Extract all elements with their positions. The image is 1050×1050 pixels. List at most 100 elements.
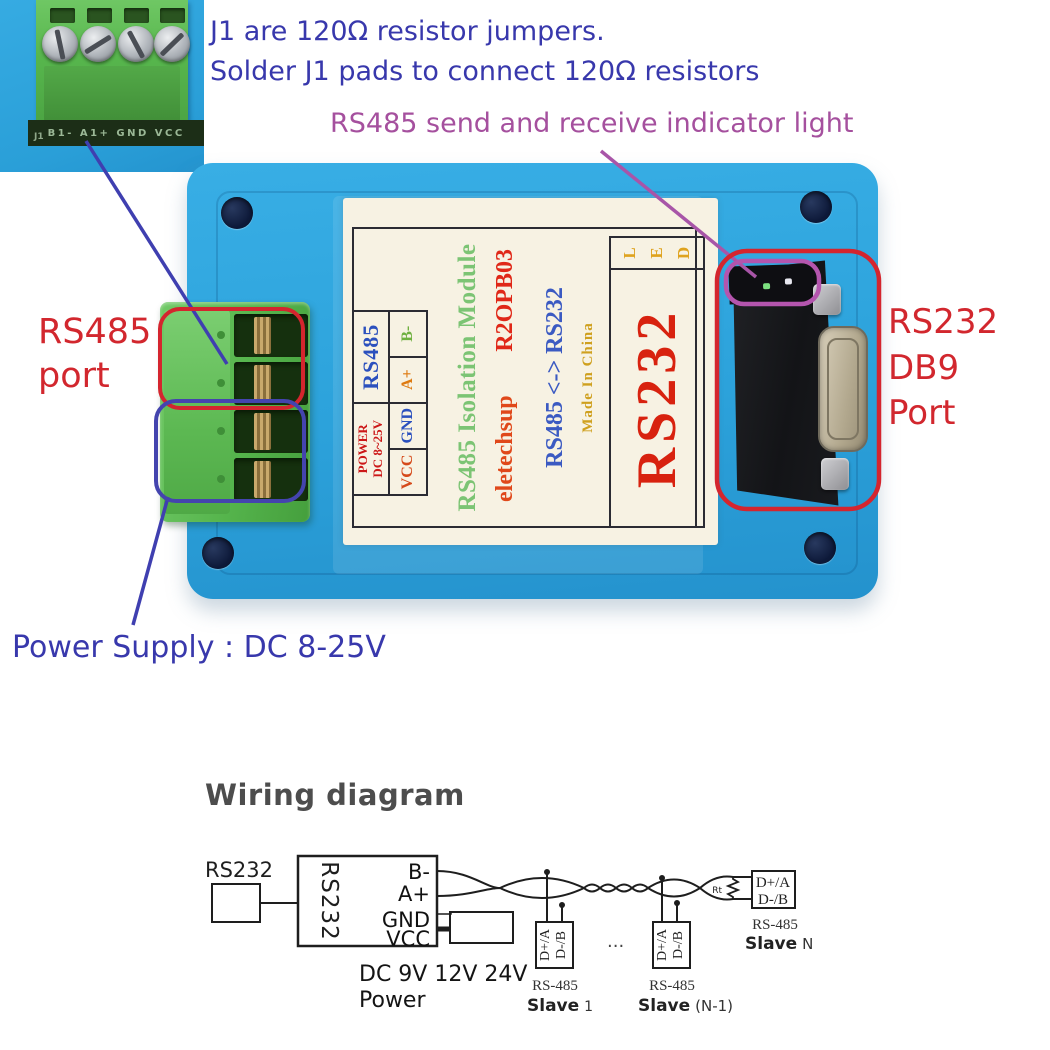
led-white-icon	[784, 278, 793, 285]
rs485-port-label-line1: RS485	[38, 312, 152, 352]
terminator-label: Rt	[712, 886, 722, 896]
wire-entry-hole	[160, 8, 185, 23]
db9-screw-post	[813, 284, 841, 315]
slaveN1-word: Slave	[638, 996, 690, 1016]
rs232-port-label-line2: DB9	[888, 347, 960, 388]
inset-terminal-block	[36, 0, 190, 128]
mounting-hole	[221, 197, 253, 229]
rs485-power-terminal	[160, 302, 310, 522]
slave1-bus-label: RS-485	[532, 978, 578, 994]
rs485-port-label: RS485 port	[38, 310, 151, 398]
rs232-db9-port-label: RS232 DB9 Port	[888, 300, 998, 437]
terminal-slot-vcc	[217, 458, 308, 501]
db9-metal-shell	[818, 326, 868, 452]
pin-gnd-label: GND	[382, 908, 430, 932]
rs485-port-label-line2: port	[38, 356, 110, 397]
slaveN-pin-bottom: D-/B	[758, 892, 788, 908]
terminal-silkscreen: B1- A1+ GND VCC	[47, 127, 185, 139]
j1-note-line1: J1 are 120Ω resistor jumpers.	[210, 16, 605, 47]
rs232-port-label-line3: Port	[888, 393, 956, 434]
label-title: RS485 Isolation Module	[454, 243, 481, 512]
terminal-side-face	[164, 310, 230, 514]
led-letter-l: L	[620, 247, 640, 259]
slaveN-box	[751, 870, 796, 909]
slaveN1-box	[652, 921, 691, 969]
rs232-device-label: RS232	[205, 858, 273, 882]
slave1-pin-top: D+/A	[538, 928, 553, 961]
mounting-hole	[800, 191, 832, 223]
wire-entry-hole	[87, 8, 112, 23]
db9-screw-post	[821, 458, 849, 490]
origin-text: Made In China	[580, 322, 596, 433]
slave1-box	[535, 921, 574, 969]
brand-name: eletechsup	[492, 395, 518, 502]
conversion-text: RS485 <-> RS232	[542, 287, 568, 468]
wire-entry-hole	[124, 8, 149, 23]
led-letter-d: D	[673, 246, 693, 260]
slaveN1-bus-label: RS-485	[649, 978, 695, 994]
slave1-pin-bottom: D-/B	[554, 931, 569, 959]
pin-a-label: A+	[398, 882, 430, 906]
svg-text:Slave(N-1): Slave (N-1)	[638, 996, 733, 1016]
pin-cell-bminus: B-	[389, 311, 427, 357]
terminal-screw-icon	[154, 26, 190, 62]
slaveN1-pin-top: D+/A	[655, 928, 670, 961]
power-supply-note: Power Supply : DC 8-25V	[12, 630, 386, 665]
module-label-border: POWER DC 8~25V RS485 VCC GND A+ B- RS485…	[352, 227, 705, 528]
rs232-port-label-line1: RS232	[888, 302, 999, 342]
slave1-word: Slave	[527, 996, 579, 1016]
dc-power-note-line1: DC 9V 12V 24V	[359, 962, 527, 987]
power-header-cell: POWER DC 8~25V	[353, 402, 389, 495]
inset-terminal-photo: J1 B1- A1+ GND VCC	[0, 0, 204, 172]
module-label: POWER DC 8~25V RS485 VCC GND A+ B- RS485…	[343, 198, 718, 545]
led-indicator-note: RS485 send and receive indicator light	[330, 108, 854, 139]
pcb-silkscreen-strip: J1 B1- A1+ GND VCC	[28, 120, 204, 146]
led-green-icon	[762, 283, 771, 290]
power-header-line2: DC 8~25V	[370, 419, 385, 478]
rs232-device-box	[211, 883, 261, 923]
twisted-pair-bottom	[436, 883, 734, 901]
power-header-line1: POWER	[355, 424, 371, 474]
rs232-big-label: RS232	[626, 307, 688, 489]
converter-box	[296, 854, 439, 948]
slaveN-id: N	[802, 935, 813, 953]
wiring-diagram-heading: Wiring diagram	[205, 778, 465, 812]
rs232-led-box: RS232 L E D	[609, 236, 705, 528]
mounting-hole	[804, 532, 836, 564]
j1-note-line2: Solder J1 pads to connect 120Ω resistors	[210, 56, 760, 87]
twisted-pair-top	[436, 870, 734, 893]
slaveN-pin-top: D+/A	[756, 875, 790, 891]
pin-vcc-label: VCC	[386, 927, 430, 951]
terminal-slot-gnd	[217, 410, 308, 453]
model-number: R2OPB03	[492, 249, 518, 352]
terminator-resistor-icon	[725, 877, 741, 899]
terminal-front-face	[44, 66, 180, 122]
db9-connector	[725, 258, 890, 508]
pinout-table: POWER DC 8~25V RS485 VCC GND A+ B-	[352, 310, 428, 496]
dc-power-box	[449, 911, 514, 944]
slaveN1-id: (N-1)	[695, 997, 733, 1015]
pin-cell-gnd: GND	[389, 402, 427, 449]
terminal-slot-aplus	[217, 362, 308, 405]
mounting-hole	[202, 537, 234, 569]
slaveN-bus-label: RS-485	[752, 917, 798, 933]
led-letter-e: E	[646, 247, 666, 259]
bus-continuation-dots: ...	[607, 931, 624, 952]
slave1-id: 1	[584, 999, 593, 1015]
slaveN1-pin-bottom: D-/B	[671, 931, 686, 959]
wiring-diagram: RS232 RS232 B- A+ GND VCC DC 9V 12V 24V …	[205, 854, 813, 1016]
rs485-header-cell: RS485	[353, 311, 389, 403]
wire-entry-hole	[50, 8, 75, 23]
terminal-screw-icon	[80, 26, 116, 62]
pin-b-label: B-	[408, 860, 430, 884]
pin-cell-aplus: A+	[389, 356, 427, 403]
slaveN-word: Slave	[745, 934, 797, 954]
led-indicator	[728, 263, 818, 305]
pin-cell-vcc: VCC	[389, 448, 427, 495]
dc-power-note-line2: Power	[359, 988, 426, 1013]
converter-side-label: RS232	[316, 861, 342, 940]
terminal-slot-b	[217, 314, 308, 357]
